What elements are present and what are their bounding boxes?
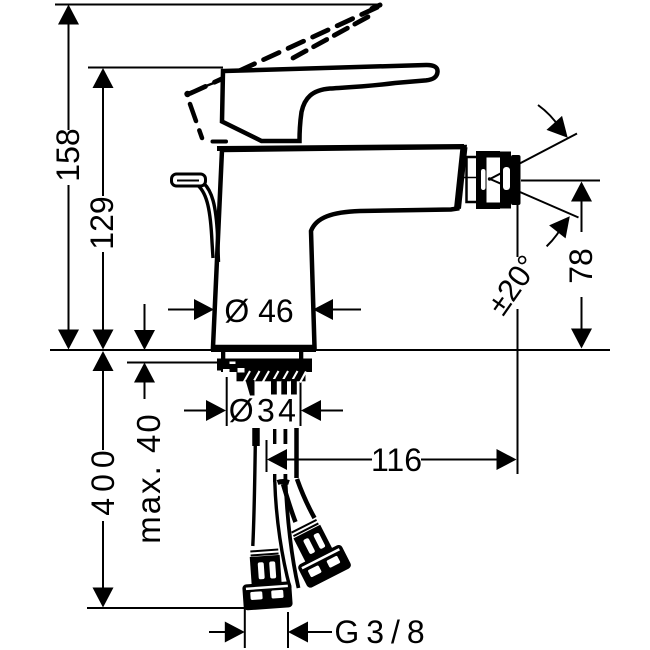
svg-text:158: 158	[50, 128, 86, 181]
svg-text:G3/8: G3/8	[334, 614, 431, 650]
svg-text:78: 78	[563, 248, 599, 284]
svg-text:129: 129	[84, 196, 120, 249]
svg-text:Ø 46: Ø 46	[224, 293, 293, 329]
svg-text:max. 40: max. 40	[130, 412, 167, 543]
svg-text:116: 116	[371, 442, 422, 478]
svg-text:Ø34: Ø34	[229, 393, 299, 429]
svg-text:400: 400	[85, 444, 121, 515]
